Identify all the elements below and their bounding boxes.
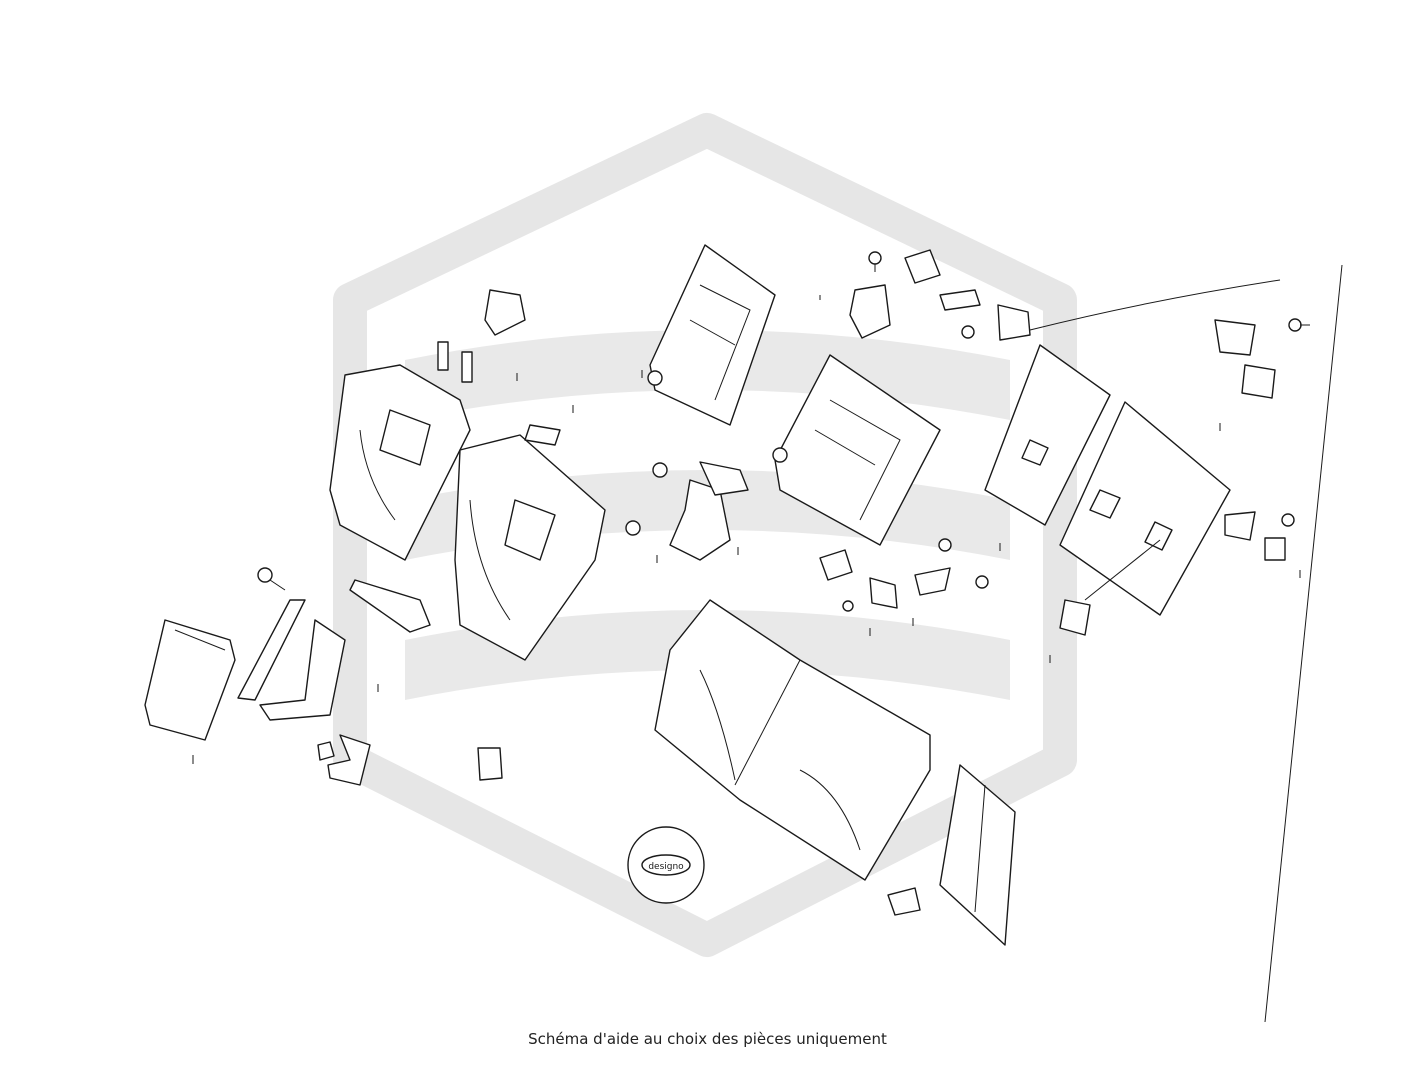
seatback-left[interactable]	[329, 364, 471, 561]
bolt-lower-b[interactable]	[975, 575, 989, 589]
trim-strip[interactable]	[349, 579, 431, 633]
seat-cushion[interactable]	[654, 599, 931, 881]
bolt-right-lower[interactable]	[1281, 513, 1295, 527]
armrest-frame[interactable]	[237, 599, 346, 721]
lower-bracket-b[interactable]	[914, 567, 951, 596]
latch-mechanism[interactable]	[939, 289, 1031, 341]
small-clip[interactable]	[317, 741, 335, 761]
headrest-guide-pair[interactable]	[437, 341, 473, 383]
lower-bracket-a[interactable]	[869, 577, 898, 609]
armrest-cushion[interactable]	[144, 619, 236, 741]
diagram-caption: Schéma d'aide au choix des pièces unique…	[528, 1030, 887, 1048]
label-sticker-mid[interactable]	[819, 549, 853, 581]
pivot-bolt-a[interactable]	[652, 462, 668, 478]
seat-foam-pad[interactable]	[939, 764, 1016, 946]
designo-badge[interactable]: designo	[627, 826, 705, 904]
hinge-bracket-centre[interactable]	[669, 461, 749, 561]
rear-panel-left[interactable]	[984, 344, 1111, 526]
latch-upper-left[interactable]	[484, 289, 526, 336]
release-cable[interactable]	[1029, 279, 1281, 331]
backrest-frame-lower[interactable]	[772, 354, 941, 546]
cover-clip[interactable]	[524, 424, 561, 446]
spring-clip[interactable]	[477, 747, 503, 781]
bolt-left[interactable]	[257, 567, 286, 591]
bolt-lower-c[interactable]	[842, 600, 854, 612]
screw-top[interactable]	[868, 251, 882, 272]
striker-right[interactable]	[1224, 511, 1286, 561]
frame-divider-line	[1264, 264, 1343, 1023]
backrest-frame-upper[interactable]	[647, 244, 776, 426]
escutcheon-right[interactable]	[1241, 364, 1276, 399]
label-sticker-low[interactable]	[887, 887, 921, 916]
rear-panel-right[interactable]	[1059, 401, 1231, 616]
label-sticker-top[interactable]	[904, 249, 941, 284]
bolt-right-top[interactable]	[1288, 318, 1310, 332]
seatback-right[interactable]	[454, 434, 606, 661]
panel-handle[interactable]	[1059, 539, 1161, 636]
screw-centre[interactable]	[961, 325, 975, 339]
armrest-bracket[interactable]	[327, 734, 371, 786]
pivot-bolt-b[interactable]	[625, 520, 641, 536]
reference-ticks	[192, 295, 1301, 764]
badge-text: designo	[648, 862, 684, 872]
hinge-plate-top[interactable]	[849, 284, 891, 339]
latch-right[interactable]	[1214, 319, 1256, 356]
bolt-lower-a[interactable]	[938, 538, 952, 552]
